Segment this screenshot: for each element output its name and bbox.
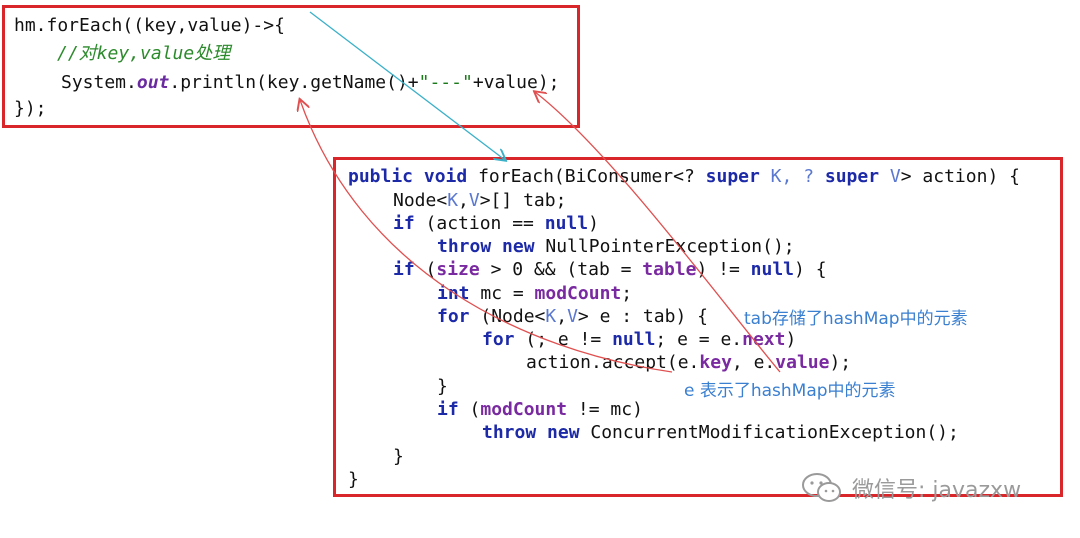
code-comment: //对key,value处理 bbox=[57, 43, 231, 64]
code-line-close: }); bbox=[14, 98, 47, 119]
arrow-value bbox=[535, 92, 781, 373]
arrow-key bbox=[300, 100, 673, 373]
code-line-close-if: } bbox=[393, 446, 404, 467]
code-line-foreach-call: hm.forEach((key,value)->{ bbox=[14, 15, 285, 36]
code-line-accept: action.accept(e.key, e.value); bbox=[526, 352, 852, 373]
code-line-close-method: } bbox=[348, 469, 359, 490]
code-line-throw-npe: throw new NullPointerException(); bbox=[437, 236, 795, 257]
out-field: out bbox=[136, 72, 170, 93]
code-line-for-tab: for (Node<K,V> e : tab) { bbox=[437, 306, 708, 327]
code-line-null-check: if (action == null) bbox=[393, 213, 599, 234]
code-line-close-for: } bbox=[437, 376, 448, 397]
watermark-text: 微信号: javazxw bbox=[852, 478, 1022, 503]
code-line-for-next: for (; e != null; e = e.next) bbox=[482, 329, 797, 350]
code-line-modcount: int mc = modCount; bbox=[437, 283, 633, 304]
arrow-foreach bbox=[309, 11, 505, 160]
code-line-signature: public void forEach(BiConsumer<? super K… bbox=[348, 166, 1020, 187]
code-line-mod-check: if (modCount != mc) bbox=[437, 399, 643, 420]
foreach-source-box: public void forEach(BiConsumer<? super K… bbox=[333, 157, 1063, 497]
tab-annotation: tab存储了hashMap中的元素 bbox=[744, 309, 968, 329]
code-line-throw-cme: throw new ConcurrentModificationExceptio… bbox=[482, 422, 959, 443]
code-line-comment: //对key,value处理 bbox=[57, 43, 230, 65]
wechat-icon bbox=[802, 473, 841, 502]
e-annotation: e 表示了hashMap中的元素 bbox=[684, 381, 896, 401]
lambda-code-box: hm.forEach((key,value)->{ //对key,value处理… bbox=[2, 5, 580, 128]
string-literal: "---" bbox=[418, 72, 473, 93]
code-line-tab-decl: Node<K,V>[] tab; bbox=[393, 190, 567, 211]
wechat-watermark: 微信号: javazxw bbox=[800, 470, 1060, 506]
code-line-println: System.out.println(key.getName()+"---"+v… bbox=[61, 72, 560, 93]
code-line-size-check: if (size > 0 && (tab = table) != null) { bbox=[393, 259, 827, 280]
